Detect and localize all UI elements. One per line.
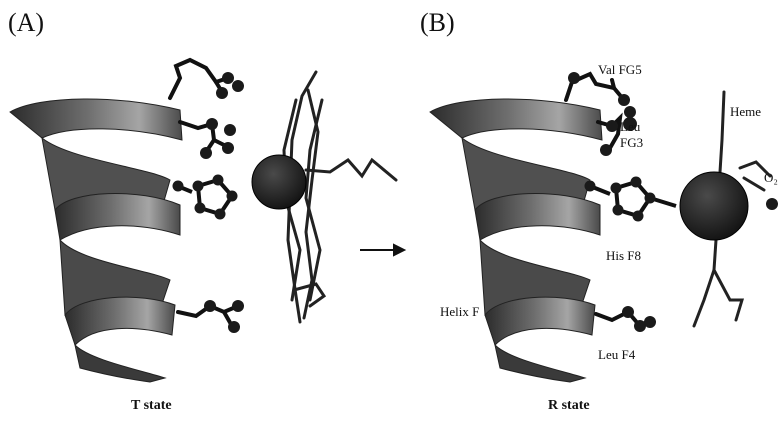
r-state-caption: R state	[548, 398, 590, 414]
helix-ribbon-a	[10, 99, 182, 382]
t-state-caption: T state	[131, 398, 172, 414]
leu-f4-label: Leu F4	[598, 347, 635, 363]
his-f8-ring-b	[590, 182, 676, 216]
panel-b-letter: (B)	[420, 8, 455, 38]
helix-ribbon-b	[430, 99, 602, 382]
panel-a-structure	[10, 60, 404, 382]
leu-fg3-label-line2: FG3	[620, 135, 643, 151]
iron-atom-b	[680, 172, 748, 240]
panel-a-letter: (A)	[8, 8, 44, 38]
val-fg5-label: Val FG5	[598, 62, 642, 78]
panel-b-structure	[430, 72, 778, 382]
his-f8-label: His F8	[606, 248, 641, 264]
heme-label: Heme	[730, 104, 761, 120]
transition-arrow	[360, 245, 404, 255]
helix-f-label: Helix F	[440, 304, 479, 320]
leu-fg3-label-line1: Leu	[620, 119, 640, 135]
o2-label: O₂	[764, 170, 778, 186]
iron-atom-a	[252, 155, 306, 209]
oxygen-atom	[766, 198, 778, 210]
